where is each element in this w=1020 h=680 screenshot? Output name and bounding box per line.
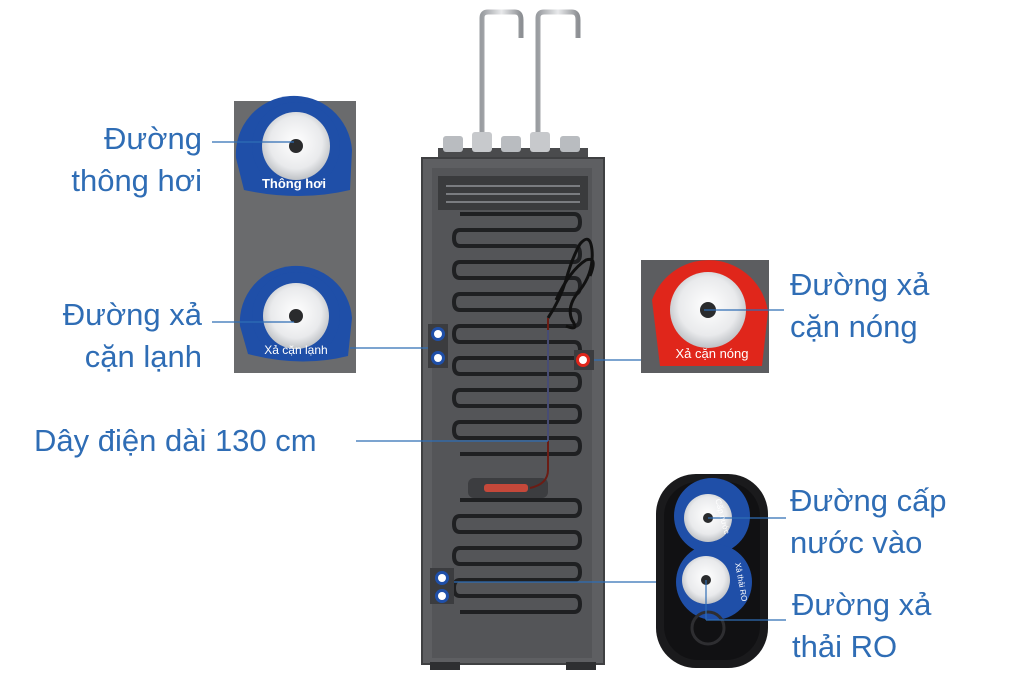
vent-label: Đường thông hơi — [30, 118, 202, 202]
machine-body — [421, 157, 605, 670]
machine-ports — [428, 324, 594, 604]
water-inlet-label-line2: nước vào — [790, 525, 923, 560]
cold-badge-text: Xả cặn lạnh — [264, 343, 327, 357]
inlet-ro-inset — [656, 474, 768, 668]
water-inlet-label-line1: Đường cấp — [790, 483, 947, 518]
water-inlet-label: Đường cấp nước vào — [790, 480, 947, 564]
power-cord — [529, 237, 595, 489]
cold-drain-label: Đường xả cặn lạnh — [20, 294, 202, 378]
cold-drain-label-line2: cặn lạnh — [84, 339, 202, 374]
hot-drain-label-line1: Đường xả — [790, 267, 930, 302]
hot-badge-text: Xả cặn nóng — [675, 346, 748, 361]
faucet-pipes — [479, 9, 581, 150]
compressor-part — [468, 478, 548, 498]
vent-label-line2: thông hơi — [71, 163, 202, 198]
ro-drain-label: Đường xả thải RO — [792, 584, 931, 668]
cold-drain-badge — [239, 265, 352, 362]
condenser-coil — [451, 212, 583, 614]
ro-drain-label-line2: thải RO — [792, 629, 898, 664]
hot-drain-label-line2: cặn nóng — [790, 309, 918, 344]
ro-drain-label-line1: Đường xả — [792, 587, 932, 622]
vent-label-line1: Đường — [104, 121, 202, 156]
power-cord-label-text: Dây điện dài 130 cm — [34, 423, 317, 458]
vent-badge-text: Thông hơi — [262, 176, 326, 191]
cold-drain-label-line1: Đường xả — [62, 297, 202, 332]
vent-badge — [235, 95, 352, 196]
hot-drain-label: Đường xả cặn nóng — [790, 264, 929, 348]
power-cord-label: Dây điện dài 130 cm — [34, 420, 317, 462]
top-connectors — [438, 132, 588, 160]
leader-lines — [212, 141, 786, 621]
